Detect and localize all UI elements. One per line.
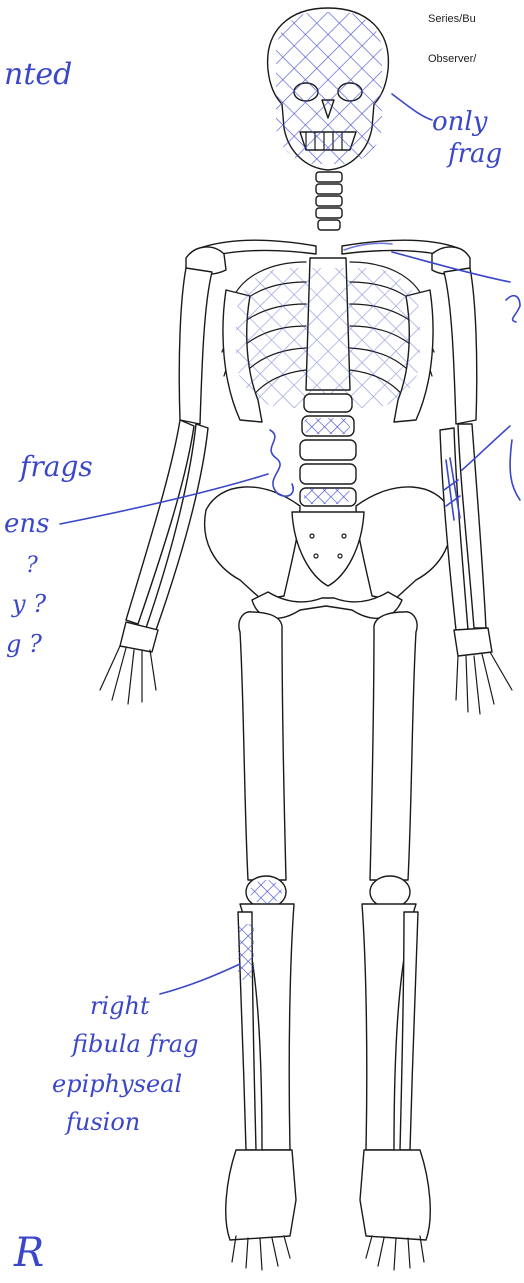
- side-marker-right: R: [13, 1230, 44, 1276]
- right-leg: [226, 612, 296, 1270]
- spine-squiggle: [270, 430, 293, 496]
- annotation-fibula-line1: right: [90, 992, 150, 1020]
- annotation-skull-line2: frag: [446, 139, 502, 169]
- annotation-list-line2: ?: [26, 553, 38, 578]
- observer-label: Observer/: [428, 53, 477, 65]
- fibula-leader-line: [160, 964, 240, 994]
- right-arm: [100, 268, 212, 704]
- fibula-fragment-hatch: [238, 924, 254, 980]
- annotation-list-line1: ens: [4, 509, 49, 539]
- vertebra-fragment-hatch-1: [304, 418, 350, 434]
- annotation-fibula-line4: fusion: [64, 1108, 140, 1136]
- clavicle-note-fragment: [506, 296, 520, 322]
- annotation-list-line3: y ?: [11, 590, 46, 618]
- annotation-list-line4: g ?: [6, 630, 42, 658]
- patella-fragment-hatch: [250, 880, 282, 904]
- ribs-fragment-hatch: [236, 268, 420, 408]
- series-burial-label: Series/Bu: [428, 13, 476, 25]
- forearm-note-fragment: [510, 440, 520, 500]
- vertebra-fragment-hatch-2: [304, 488, 350, 504]
- annotation-top-left: nted: [4, 57, 72, 92]
- annotation-arm-frags: frags: [18, 450, 93, 483]
- skull-leader-line: [392, 94, 432, 120]
- cervical-spine: [316, 172, 342, 230]
- annotation-skull-line1: only: [432, 107, 488, 137]
- skull-fragment-hatch: [276, 12, 382, 164]
- left-leg: [360, 612, 430, 1270]
- annotation-fibula-line3: epiphyseal: [52, 1070, 182, 1098]
- annotation-fibula-line2: fibula frag: [70, 1030, 198, 1058]
